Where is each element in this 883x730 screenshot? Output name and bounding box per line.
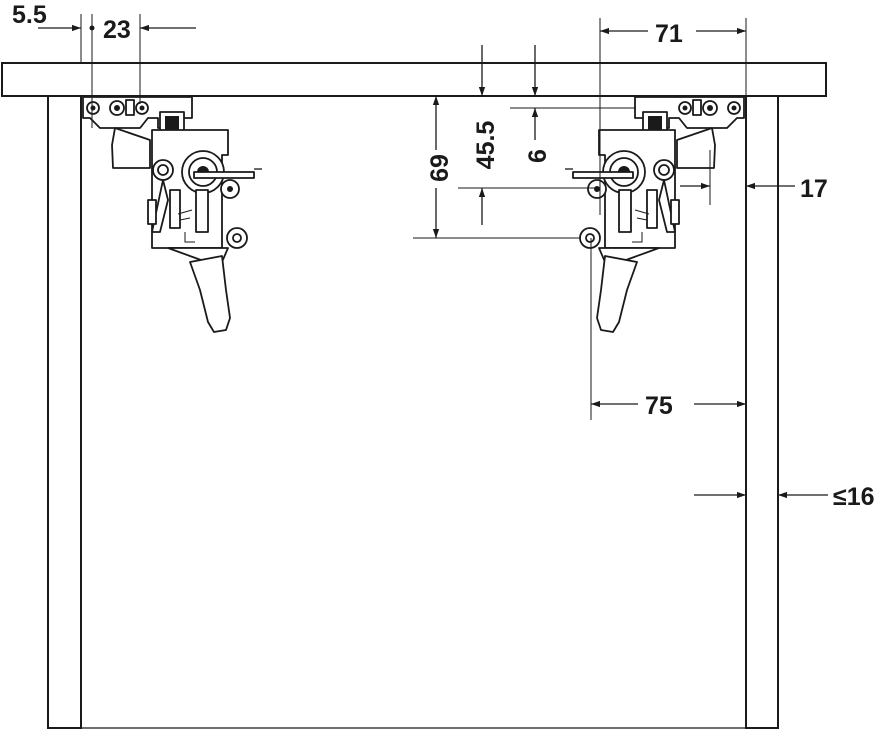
dim-23: 23 (103, 16, 131, 44)
hinge-right (564, 96, 745, 333)
dim-75: 75 (645, 392, 673, 420)
dim-69: 69 (426, 154, 454, 182)
dim-5-5: 5.5 (12, 1, 47, 29)
dim-71: 71 (655, 20, 683, 48)
dim-6: 6 (524, 149, 552, 163)
cabinet (1, 62, 827, 729)
extension-lines (80, 14, 747, 420)
hinge-left (82, 96, 262, 333)
dimension-arrows (38, 24, 828, 499)
dimension-labels: 5.5 23 71 45.5 6 69 17 75 ≤16 (12, 1, 875, 511)
right-side-panel (745, 95, 779, 729)
left-side-panel (47, 95, 82, 729)
dim-45-5: 45.5 (472, 121, 500, 170)
top-panel (1, 62, 827, 97)
dim-17: 17 (800, 175, 828, 203)
dim-le-16: ≤16 (833, 483, 875, 511)
